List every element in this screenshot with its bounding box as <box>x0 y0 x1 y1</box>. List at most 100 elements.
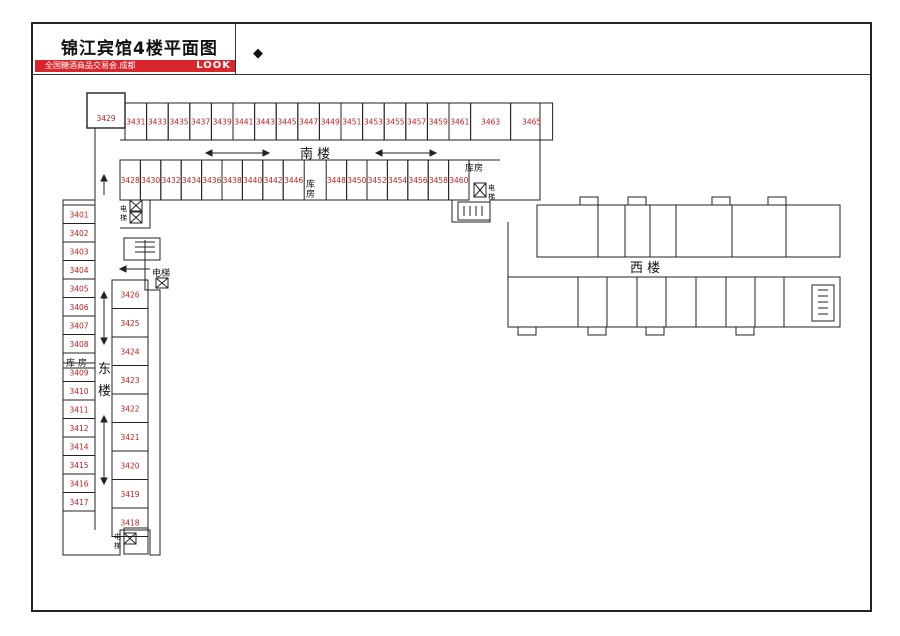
room-3457: 3457 <box>407 118 426 127</box>
room-3415: 3415 <box>69 461 88 470</box>
room-3442: 3442 <box>263 176 282 185</box>
room-3459: 3459 <box>429 118 448 127</box>
room-3418: 3418 <box>120 518 139 527</box>
room-3437: 3437 <box>191 118 210 127</box>
room-3420: 3420 <box>120 461 139 470</box>
room-3450: 3450 <box>347 176 366 185</box>
room-3426: 3426 <box>120 290 139 299</box>
elevator-label-5: 电 <box>114 532 121 541</box>
room-3423: 3423 <box>120 376 139 385</box>
room-3460: 3460 <box>449 176 468 185</box>
west-tab <box>587 326 607 336</box>
diamond-marker: ◆ <box>253 46 263 61</box>
room-3451: 3451 <box>342 118 361 127</box>
elevator-label-4: 梯 <box>488 192 495 201</box>
room-3422: 3422 <box>120 404 139 413</box>
drawing-frame <box>31 22 872 612</box>
room-3405: 3405 <box>69 284 88 293</box>
south-building-label: 南 楼 <box>300 146 330 162</box>
page-title: 锦江宾馆4楼平面图 <box>61 39 218 59</box>
east-building-label-2: 楼 <box>98 384 111 399</box>
room-3456: 3456 <box>408 176 427 185</box>
header: 锦江宾馆4楼平面图 全国糖酒商品交易会.成都 LOOK ◆ <box>33 24 870 75</box>
room-3402: 3402 <box>69 229 88 238</box>
west-tab <box>517 326 537 336</box>
room-3407: 3407 <box>69 321 88 330</box>
room-3455: 3455 <box>385 118 404 127</box>
room-3410: 3410 <box>69 387 88 396</box>
west-tab <box>711 196 731 206</box>
room-3465: 3465 <box>522 118 541 127</box>
room-3463: 3463 <box>481 118 500 127</box>
room-3417-cell <box>62 492 96 512</box>
look-logo: LOOK <box>196 60 231 71</box>
room-3425: 3425 <box>120 319 139 328</box>
room-3436: 3436 <box>202 176 221 185</box>
south-storage-label: 库房 <box>465 162 483 174</box>
east-building-label-1: 东 <box>98 362 111 377</box>
south-storage-label-2: 房 <box>306 188 315 200</box>
structure-walls <box>62 92 841 556</box>
west-tab <box>767 196 787 206</box>
corridor-arrows <box>100 149 438 486</box>
room-3435: 3435 <box>169 118 188 127</box>
west-stair <box>811 284 835 322</box>
room-3429: 3429 <box>96 114 115 123</box>
room-3453: 3453 <box>364 118 383 127</box>
room-3408: 3408 <box>69 340 88 349</box>
room-3438: 3438 <box>223 176 242 185</box>
room-3401: 3401 <box>69 210 88 219</box>
west-tab <box>627 196 647 206</box>
west-building-south <box>507 276 841 328</box>
west-tab <box>579 196 599 206</box>
room-3446-cell <box>282 159 305 201</box>
west-building-label: 西 楼 <box>630 261 660 276</box>
text-labels: 南 楼 西 楼 东 楼 库 房 库房 库 房 电梯 电 梯 电 梯 电 梯 <box>66 146 660 550</box>
room-3449: 3449 <box>321 118 340 127</box>
elevator-label-3: 电 <box>488 183 495 192</box>
east-storage-label: 库 房 <box>66 357 87 369</box>
elevator-box <box>123 182 487 545</box>
room-3419: 3419 <box>120 490 139 499</box>
room-3447: 3447 <box>299 118 318 127</box>
room-3433: 3433 <box>148 118 167 127</box>
room-3452: 3452 <box>368 176 387 185</box>
room-3445: 3445 <box>277 118 296 127</box>
room-3443: 3443 <box>256 118 275 127</box>
event-ribbon: 全国糖酒商品交易会.成都 LOOK <box>35 60 235 72</box>
west-building-north <box>536 204 841 258</box>
west-tab <box>735 326 755 336</box>
room-3416: 3416 <box>69 479 88 488</box>
east-stair-top <box>123 237 161 261</box>
event-subtitle: 全国糖酒商品交易会.成都 <box>45 61 136 70</box>
elevator-label-2: 梯 <box>120 213 127 222</box>
room-3409: 3409 <box>69 368 88 377</box>
room-3454: 3454 <box>388 176 407 185</box>
room-3418-cell <box>111 507 149 537</box>
south-wing-outline <box>120 102 541 229</box>
elevator-label-6: 梯 <box>114 541 121 550</box>
room-3432: 3432 <box>161 176 180 185</box>
room-3430: 3430 <box>141 176 160 185</box>
room-3440: 3440 <box>243 176 262 185</box>
elevator-label: 电梯 <box>152 267 170 279</box>
room-3408-cell <box>62 334 96 354</box>
title-block: 锦江宾馆4楼平面图 全国糖酒商品交易会.成都 LOOK <box>33 24 236 74</box>
room-3403: 3403 <box>69 247 88 256</box>
room-3448: 3448 <box>327 176 346 185</box>
room-3434: 3434 <box>182 176 201 185</box>
elevator-label-1: 电 <box>120 204 127 213</box>
room-3458: 3458 <box>429 176 448 185</box>
room-3406: 3406 <box>69 303 88 312</box>
room-3439: 3439 <box>213 118 232 127</box>
room-3461: 3461 <box>450 118 469 127</box>
east-wing-outline <box>62 128 161 556</box>
room-3460-cell <box>448 159 470 201</box>
room-3417: 3417 <box>69 498 88 507</box>
room-3414: 3414 <box>69 442 88 451</box>
room-3411: 3411 <box>69 405 88 414</box>
room-3421: 3421 <box>120 433 139 442</box>
room-3428: 3428 <box>121 176 140 185</box>
